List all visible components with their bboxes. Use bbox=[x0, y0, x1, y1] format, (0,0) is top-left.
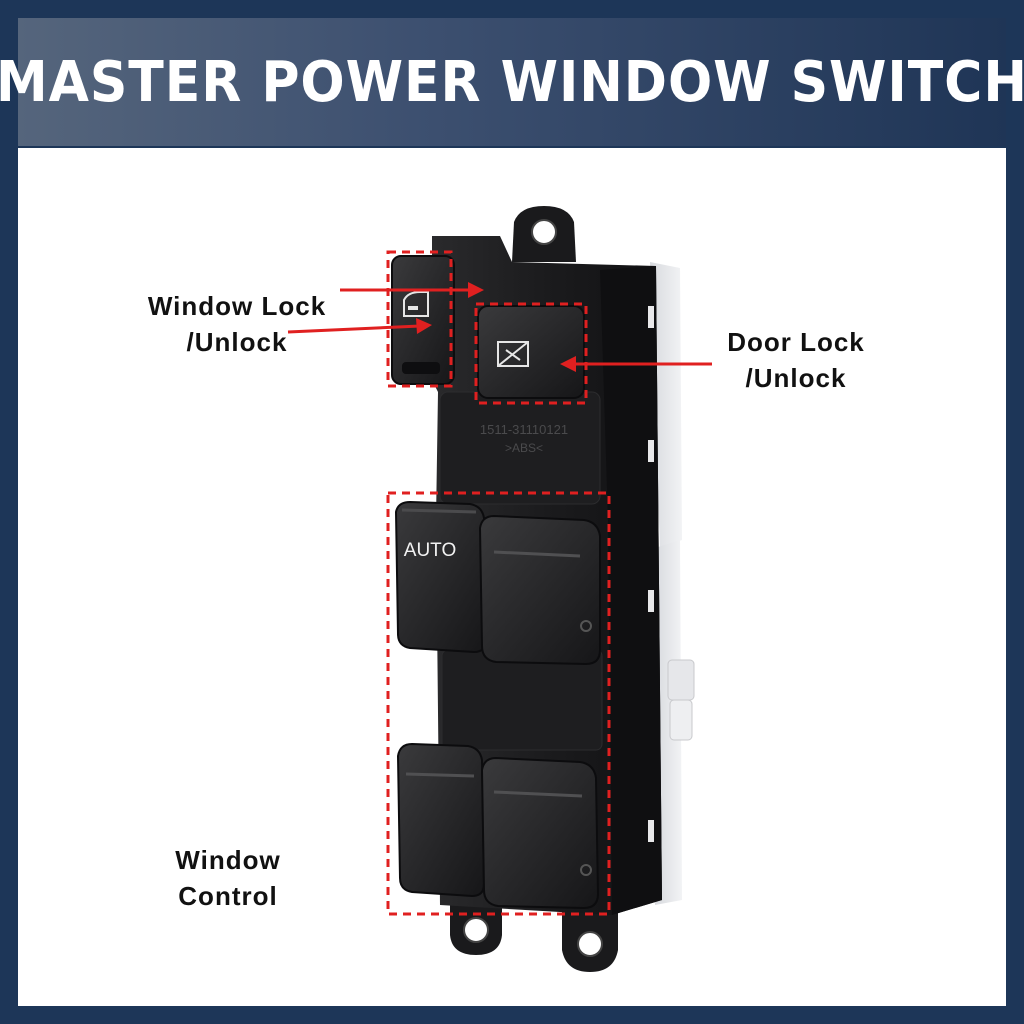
door-lock-icon bbox=[497, 341, 529, 367]
window-switch-front-right[interactable] bbox=[478, 514, 601, 666]
window-switch-rear-right[interactable] bbox=[480, 756, 600, 910]
side-housing bbox=[650, 262, 695, 905]
door-lock-label-line1: Door Lock bbox=[727, 327, 865, 357]
window-switch-rear-left[interactable] bbox=[396, 742, 486, 898]
window-lock-label-line2: /Unlock bbox=[186, 327, 288, 357]
door-lock-button[interactable] bbox=[477, 305, 585, 399]
window-control-label: Window Control bbox=[160, 842, 296, 914]
window-lock-label-line1: Window Lock bbox=[147, 291, 327, 321]
window-lock-button[interactable] bbox=[391, 255, 455, 385]
door-lock-label-line2: /Unlock bbox=[745, 363, 847, 393]
part-number-text: 1511-31110121 bbox=[480, 422, 568, 437]
window-lock-label: Window Lock /Unlock bbox=[134, 288, 340, 360]
auto-label: AUTO bbox=[404, 540, 456, 561]
window-control-label-line2: Control bbox=[178, 881, 278, 911]
window-lock-icon bbox=[403, 291, 429, 317]
switch-body bbox=[432, 236, 662, 915]
door-lock-label: Door Lock /Unlock bbox=[716, 324, 876, 396]
arrow-door-lock bbox=[560, 356, 712, 372]
material-mark-text: >ABS< bbox=[505, 441, 543, 455]
window-control-label-line1: Window bbox=[175, 845, 281, 875]
arrow-unlock-to-button bbox=[287, 318, 432, 334]
window-switch-front-left[interactable] bbox=[394, 500, 488, 654]
title-banner: MASTER POWER WINDOW SWITCH bbox=[0, 18, 1024, 146]
page-title: MASTER POWER WINDOW SWITCH bbox=[0, 49, 1024, 115]
door-lock-highlight bbox=[474, 302, 588, 405]
top-mount-tab bbox=[512, 206, 576, 262]
window-lock-highlight bbox=[386, 250, 453, 388]
arrow-window-lock-to-body bbox=[340, 282, 484, 298]
bottom-mount-tabs bbox=[450, 905, 618, 972]
